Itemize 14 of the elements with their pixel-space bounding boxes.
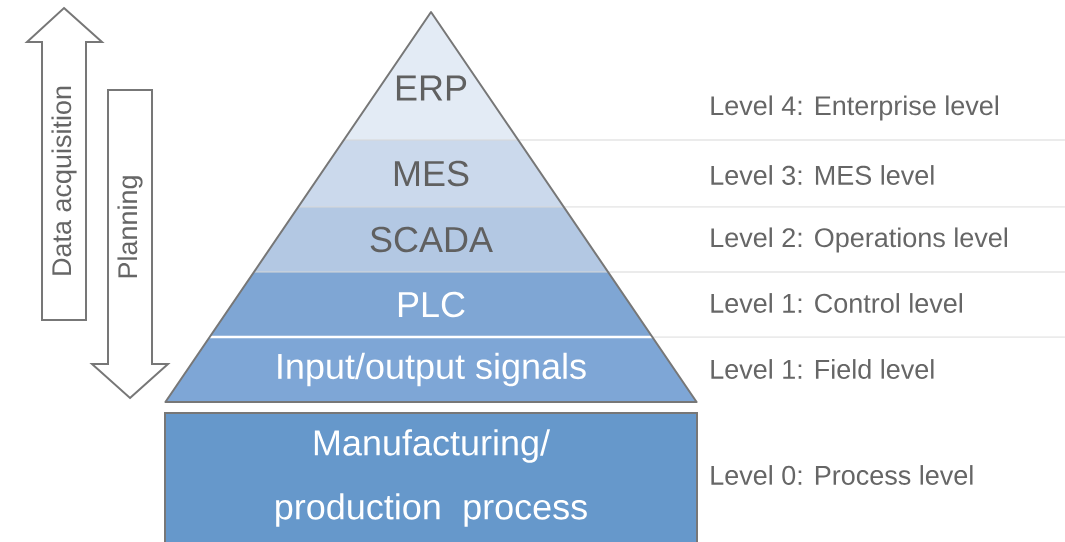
arrow-label: Data acquisition xyxy=(51,86,77,275)
level-label: Level 0: Process level xyxy=(711,465,973,485)
process-box: Manufacturing/ production process xyxy=(164,412,698,542)
level-label: Level 2: Operations level xyxy=(711,227,1007,253)
level-label: Level 4: Enterprise level xyxy=(711,95,998,121)
pyramid-layer: Input/output signals xyxy=(165,337,697,402)
level-label: Level 3: MES level xyxy=(711,165,934,185)
level-label: Level 1: Field level xyxy=(711,359,934,379)
arrow-label: Planning xyxy=(117,176,143,278)
pyramid-layer: SCADA xyxy=(253,207,609,272)
level-label: Level 1: Control level xyxy=(711,293,962,313)
pyramid-layer: ERP xyxy=(343,12,519,140)
pyramid-layer: PLC xyxy=(209,272,653,337)
pyramid-layer: MES xyxy=(298,140,564,207)
